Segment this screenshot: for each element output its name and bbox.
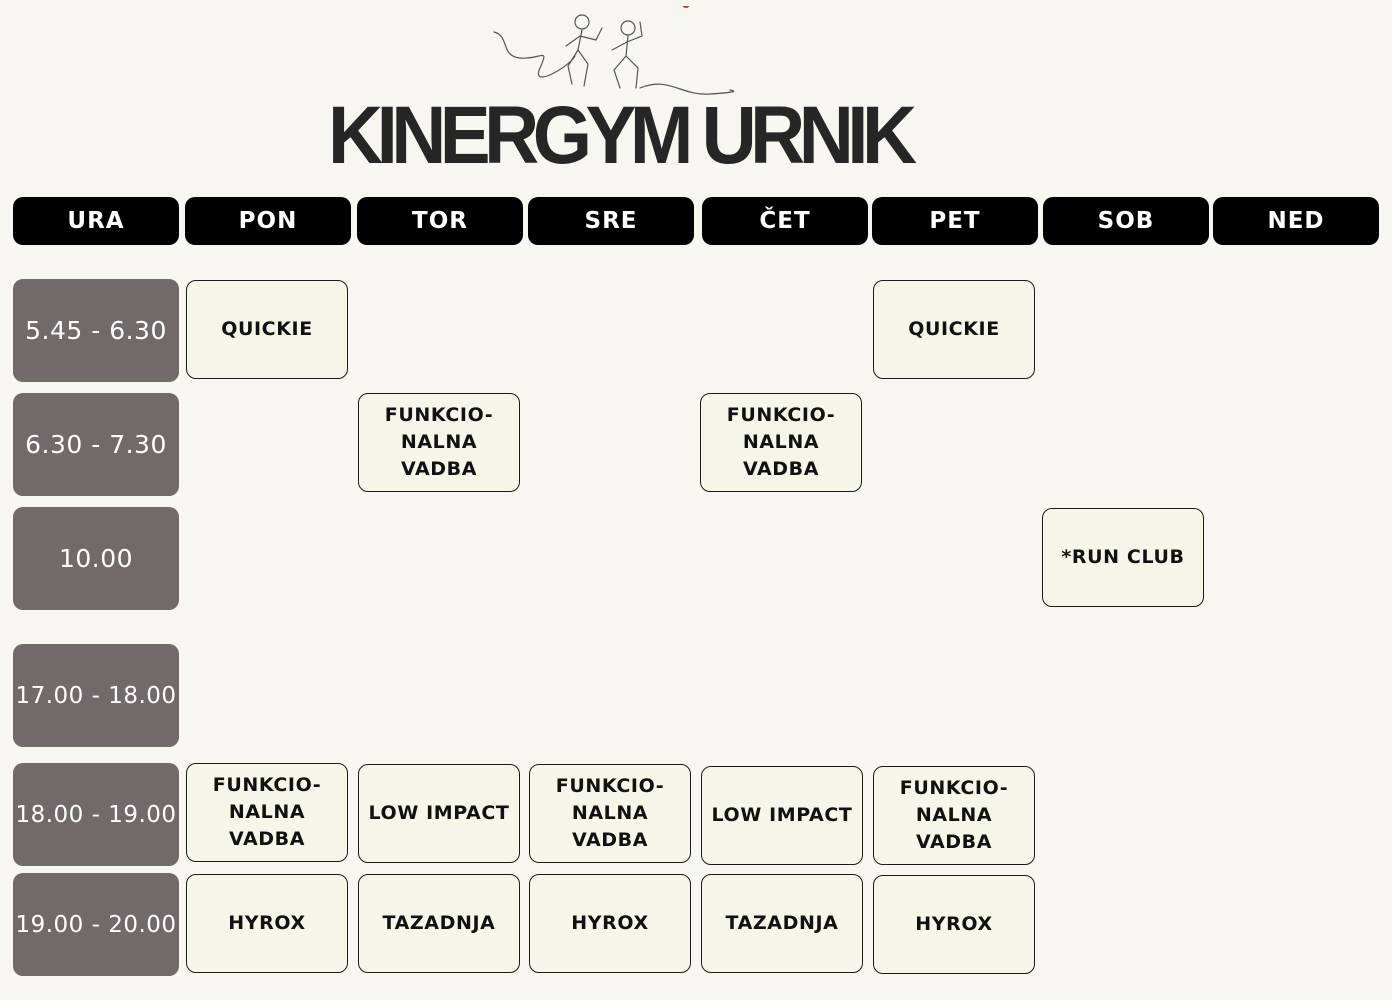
header-sre: SRE [528,197,694,245]
time-slot: 17.00 - 18.00 [13,644,179,747]
class-cell[interactable]: QUICKIE [186,280,348,379]
class-cell[interactable]: HYROX [186,874,348,973]
class-cell[interactable]: HYROX [873,875,1035,974]
class-cell[interactable]: TAZADNJA [358,874,520,973]
time-slot: 6.30 - 7.30 [13,393,179,496]
header-tor: TOR [357,197,523,245]
header-cet: ČET [702,197,868,245]
page-title: KINERGYM URNIK [328,90,917,181]
class-cell[interactable]: TAZADNJA [701,874,863,973]
class-cell[interactable]: FUNKCIO- NALNA VADBA [358,393,520,492]
header-ura: URA [13,197,179,245]
time-slot: 10.00 [13,507,179,610]
header-ned: NED [1213,197,1379,245]
class-cell[interactable]: HYROX [529,874,691,973]
time-slot: 19.00 - 20.00 [13,873,179,976]
class-cell[interactable]: FUNKCIO- NALNA VADBA [529,764,691,863]
class-cell[interactable]: FUNKCIO- NALNA VADBA [186,763,348,862]
header-sob: SOB [1043,197,1209,245]
time-slot: 5.45 - 6.30 [13,279,179,382]
class-cell[interactable]: *RUN CLUB [1042,508,1204,607]
class-cell[interactable]: QUICKIE [873,280,1035,379]
class-cell[interactable]: FUNKCIO- NALNA VADBA [873,766,1035,865]
header-pet: PET [872,197,1038,245]
class-cell[interactable]: LOW IMPACT [701,766,863,865]
time-slot: 18.00 - 19.00 [13,763,179,866]
header-pon: PON [185,197,351,245]
class-cell[interactable]: LOW IMPACT [358,764,520,863]
class-cell[interactable]: FUNKCIO- NALNA VADBA [700,393,862,492]
runners-illustration [493,6,735,95]
